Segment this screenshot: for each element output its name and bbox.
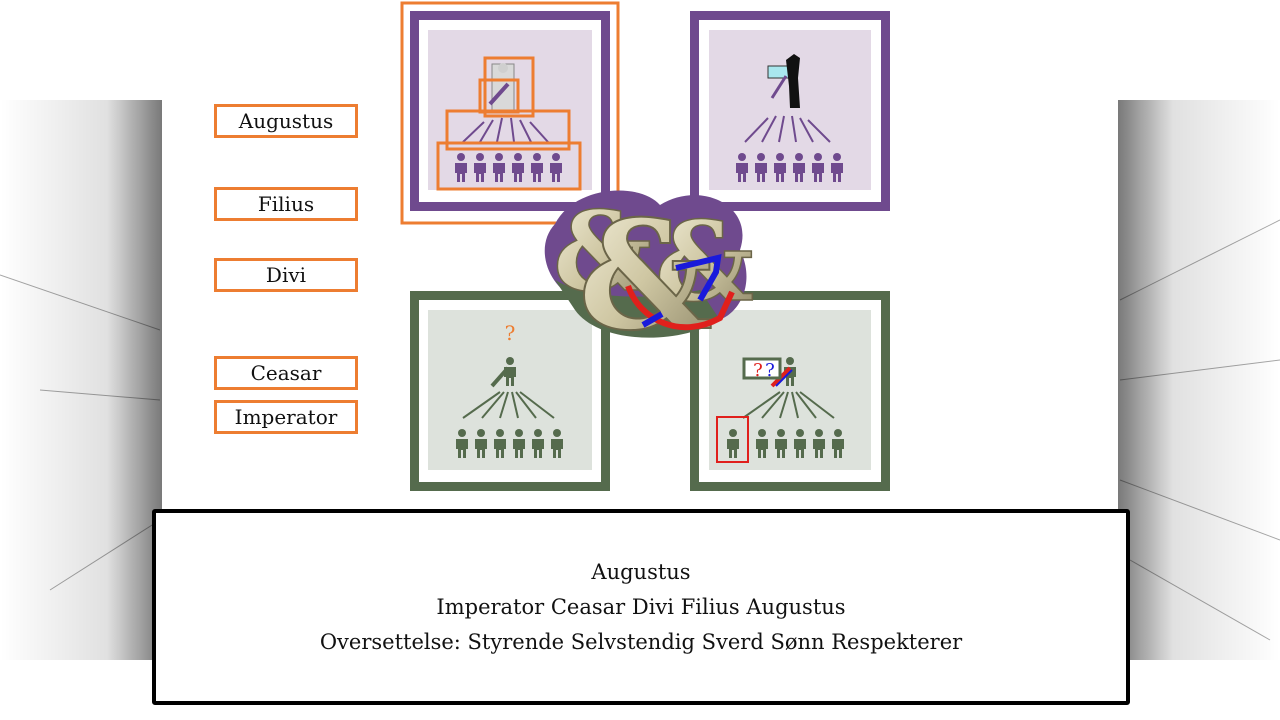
- label-augustus-text: Augustus: [238, 109, 334, 133]
- ampersand-left-icon: &: [553, 187, 652, 316]
- orange-highlight-boxes: [400, 1, 620, 225]
- downward-arrows: [742, 391, 835, 419]
- label-augustus: Augustus: [214, 104, 358, 138]
- caption-box: Augustus Imperator Ceasar Divi Filius Au…: [152, 509, 1130, 705]
- label-imperator-text: Imperator: [234, 405, 338, 429]
- question-mark-blue: ?: [765, 360, 775, 381]
- ampersand-center-icon: &: [578, 188, 713, 364]
- ampersand-right-icon: &: [655, 197, 754, 326]
- caption-line-2: Imperator Ceasar Divi Filius Augustus: [436, 594, 846, 619]
- statue-figure: [488, 63, 515, 111]
- label-ceasar: Ceasar: [214, 356, 358, 390]
- red-highlight-box: [716, 416, 749, 463]
- label-filius-text: Filius: [257, 192, 315, 216]
- downward-arrows: [462, 391, 555, 419]
- panel-top-right: [690, 11, 890, 211]
- label-filius: Filius: [214, 187, 358, 221]
- panel-bottom-right: ? ?: [690, 291, 890, 491]
- leader-figure: [490, 357, 516, 388]
- upward-arrows: [744, 115, 831, 143]
- caption-line-1: Augustus: [591, 559, 691, 584]
- question-badge: [742, 357, 782, 380]
- question-mark-red: ?: [753, 360, 763, 381]
- ampersand-cluster: & & &: [544, 186, 755, 365]
- panel-bottom-left: ?: [410, 291, 610, 491]
- blue-trace: [675, 254, 722, 302]
- panel-top-left: [400, 1, 620, 225]
- blue-trace-lower: [641, 311, 664, 328]
- question-mark: ?: [505, 321, 516, 345]
- label-divi-text: Divi: [265, 263, 307, 287]
- label-divi: Divi: [214, 258, 358, 292]
- upward-arrows: [462, 117, 549, 143]
- red-trace: [625, 284, 735, 331]
- label-imperator: Imperator: [214, 400, 358, 434]
- caption-line-3: Oversettelse: Styrende Selvstendig Sverd…: [319, 629, 963, 654]
- label-ceasar-text: Ceasar: [250, 361, 322, 385]
- dark-figure: [767, 54, 800, 108]
